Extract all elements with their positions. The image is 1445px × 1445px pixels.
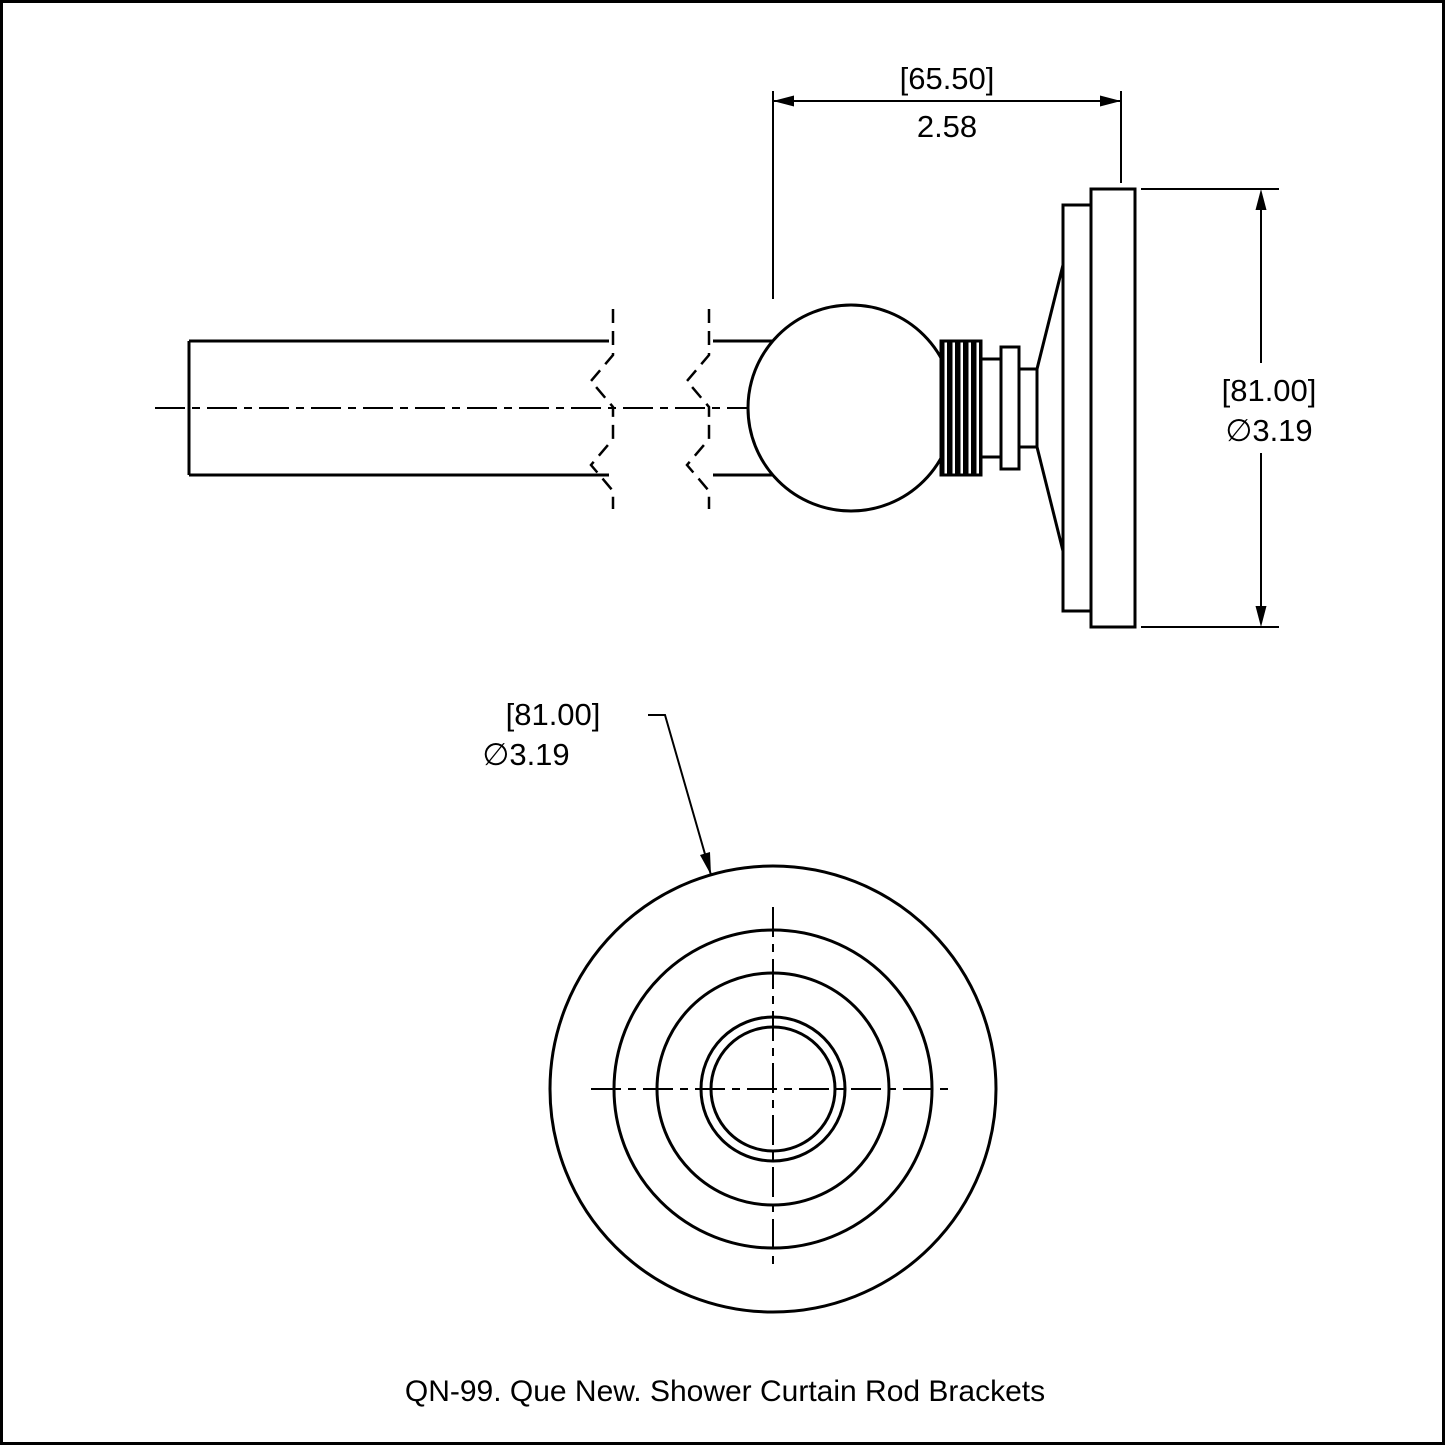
wall-flange (1035, 187, 1137, 629)
front-diameter-mm: [81.00] (506, 697, 601, 732)
width-dim-inches: 2.58 (917, 109, 977, 144)
arrowhead-down (1255, 606, 1267, 627)
front-diameter-inches: ∅3.19 (482, 737, 569, 772)
arrowhead-right (1100, 95, 1121, 107)
flange-base-plate (1089, 187, 1137, 629)
arrowhead-up (1255, 189, 1267, 210)
flange-front-ring (1061, 203, 1093, 613)
front-diameter-callout: [81.00] ∅3.19 (482, 697, 712, 876)
leader-arrowhead (700, 852, 711, 875)
knurled-ring (939, 339, 983, 477)
width-dimension: [65.50] 2.58 (772, 61, 1122, 299)
break-line-left (589, 309, 615, 509)
side-diameter-dimension: [81.00] ∅3.19 (1141, 188, 1317, 628)
break-line-right (685, 309, 711, 509)
collar-ring (999, 345, 1021, 471)
front-view: [81.00] ∅3.19 (482, 697, 998, 1314)
width-dim-mm: [65.50] (900, 61, 995, 96)
side-view: [65.50] 2.58 [81.00] ∅3.19 (155, 61, 1317, 629)
ball-joint (746, 303, 956, 513)
collar-groove (979, 357, 1003, 459)
flange-outer-circle (548, 864, 998, 1314)
rod-right-segment (713, 339, 774, 477)
drawing-caption: QN-99. Que New. Shower Curtain Rod Brack… (405, 1375, 1045, 1408)
rod-left-segment (187, 339, 609, 477)
side-diameter-mm: [81.00] (1222, 373, 1317, 408)
leader-line (648, 714, 712, 876)
flange-dome-edge-bottom (1035, 446, 1065, 552)
collar-neck (1017, 367, 1039, 449)
arrowhead-left (773, 95, 794, 107)
side-diameter-inches: ∅3.19 (1225, 413, 1312, 448)
technical-drawing: [65.50] 2.58 [81.00] ∅3.19 (155, 61, 1317, 1408)
flange-dome-edge-top (1035, 264, 1065, 370)
